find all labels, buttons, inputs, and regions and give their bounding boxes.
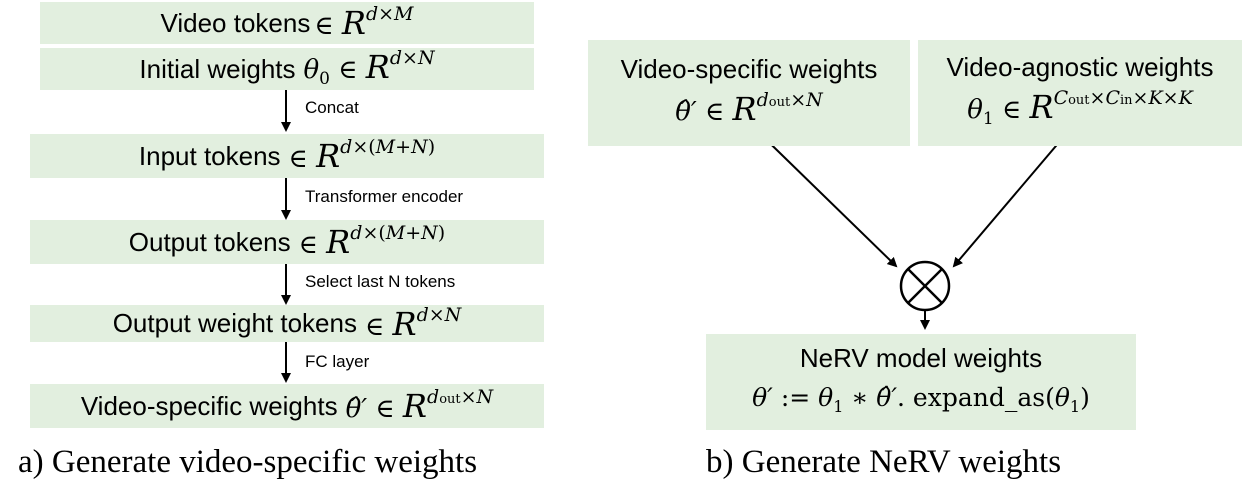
box-video-specific-left-label: Video-specific weights [80, 390, 338, 421]
box-video-tokens: Video tokens ∈ Rd×M [40, 2, 534, 44]
box-video-agnostic-title: Video-agnostic weights [946, 51, 1214, 82]
box-video-tokens-label: Video tokens [160, 7, 311, 38]
box-video-tokens-math: ∈ Rd×M [314, 3, 414, 42]
box-video-specific-right-title: Video-specific weights [620, 54, 878, 84]
box-output-tokens-math: ∈ Rd×(M+N) [298, 222, 446, 261]
box-initial-weights: Initial weights θ0 ∈ Rd×N [40, 47, 534, 90]
box-nerv-formula: θ′ := θ1 ∗ θ̂′. expand_as(θ1) [752, 382, 1090, 416]
step-fc-layer: FC layer [305, 352, 370, 371]
step-transformer-encoder: Transformer encoder [305, 187, 464, 206]
box-output-weight-tokens: Output weight tokens ∈ Rd×N [30, 303, 544, 343]
box-output-tokens-label: Output tokens [128, 226, 291, 257]
caption-left: a) Generate video-specific weights [18, 444, 478, 480]
box-initial-weights-label: Initial weights [139, 53, 296, 84]
caption-right: b) Generate NeRV weights [706, 444, 1062, 480]
box-input-tokens: Input tokens ∈ Rd×(M+N) [30, 134, 544, 178]
box-nerv-model-weights: NeRV model weights θ′ := θ1 ∗ θ̂′. expan… [706, 334, 1136, 430]
tensor-product-icon [899, 260, 951, 312]
box-output-tokens: Output tokens ∈ Rd×(M+N) [30, 220, 544, 264]
box-video-specific-left-math: θ̂′ ∈ Rdout×N [345, 386, 494, 425]
box-video-agnostic-math: θ1 ∈ RCout×Cin×K×K [967, 86, 1193, 130]
box-input-tokens-math: ∈ Rd×(M+N) [288, 136, 436, 175]
step-select-last-n: Select last N tokens [305, 272, 456, 291]
step-concat: Concat [305, 98, 359, 117]
box-output-weight-tokens-label: Output weight tokens [112, 308, 357, 338]
box-video-agnostic-weights: Video-agnostic weights θ1 ∈ RCout×Cin×K×… [918, 40, 1242, 146]
box-output-weight-tokens-math: ∈ Rd×N [364, 303, 462, 343]
box-nerv-title: NeRV model weights [799, 342, 1043, 373]
box-input-tokens-label: Input tokens [138, 140, 281, 171]
box-video-specific-weights-left: Video-specific weights θ̂′ ∈ Rdout×N [30, 384, 544, 428]
box-video-specific-right-math: θ̂′ ∈ Rdout×N [675, 89, 823, 128]
box-video-specific-weights-right: Video-specific weights θ̂′ ∈ Rdout×N [588, 40, 910, 146]
box-initial-weights-math: θ0 ∈ Rd×N [303, 47, 435, 90]
